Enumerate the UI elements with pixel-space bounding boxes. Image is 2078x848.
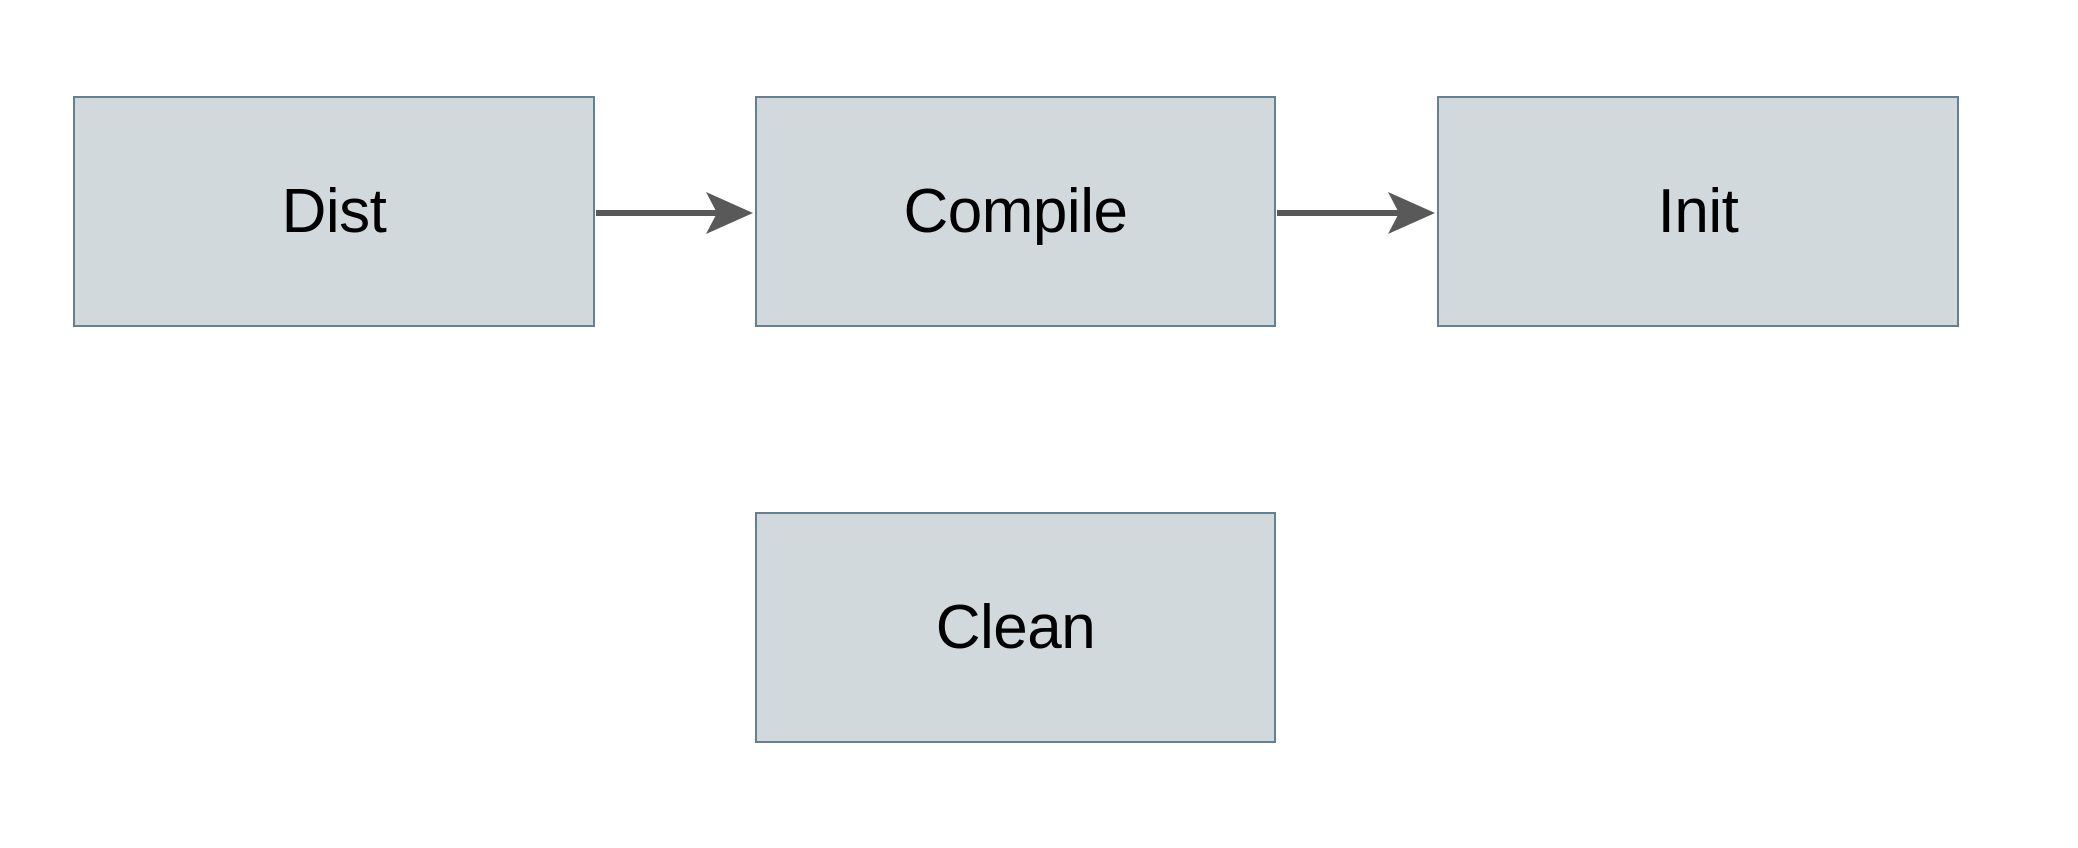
edge-compile-to-init-arrowhead (1388, 192, 1435, 234)
edge-dist-to-compile-arrowhead (706, 192, 753, 234)
node-compile[interactable]: Compile (755, 96, 1276, 327)
edge-dist-to-compile (596, 192, 753, 234)
node-init-label: Init (1657, 176, 1739, 246)
node-clean-label: Clean (935, 592, 1096, 662)
edge-compile-to-init (1277, 192, 1435, 234)
node-clean[interactable]: Clean (755, 512, 1276, 743)
node-compile-label: Compile (903, 176, 1128, 246)
node-dist[interactable]: Dist (73, 96, 595, 327)
node-dist-label: Dist (281, 176, 387, 246)
node-init[interactable]: Init (1437, 96, 1959, 327)
